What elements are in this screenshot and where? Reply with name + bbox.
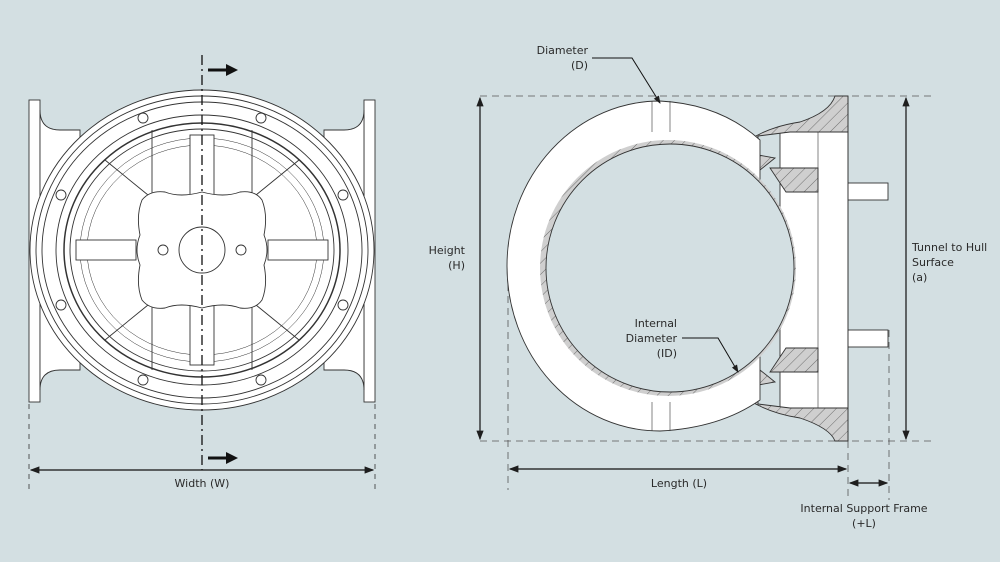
height-label: Height	[429, 244, 466, 257]
internal-diameter-label: Diameter	[626, 332, 678, 345]
dimension-arrows	[476, 96, 910, 487]
side-view	[506, 95, 889, 442]
extension-lines	[480, 95, 935, 500]
width-dimension	[28, 404, 376, 490]
diameter-label: Diameter	[537, 44, 589, 57]
section-arrow-icon	[208, 452, 238, 464]
bolt-holes	[55, 112, 349, 386]
leader-lines	[592, 57, 739, 373]
tunnel-hull-label-abbr: (a)	[912, 271, 927, 284]
tunnel-hull-label: Tunnel to Hull	[911, 241, 987, 254]
height-label-abbr: (H)	[448, 259, 465, 272]
section-arrow-icon	[208, 64, 238, 76]
diameter-label-abbr: (D)	[571, 59, 588, 72]
support-frame-label-abbr: (+L)	[852, 517, 876, 530]
internal-diameter-label-abbr: (ID)	[657, 347, 677, 360]
tunnel-hull-label: Surface	[912, 256, 954, 269]
support-frame-label: Internal Support Frame	[800, 502, 927, 515]
support-frame-tab	[847, 182, 889, 201]
length-label: Length (L)	[651, 477, 707, 490]
support-frame-tab	[847, 329, 889, 348]
tunnel-bore	[545, 143, 795, 393]
width-label: Width (W)	[175, 477, 230, 490]
internal-diameter-label: Internal	[635, 317, 677, 330]
